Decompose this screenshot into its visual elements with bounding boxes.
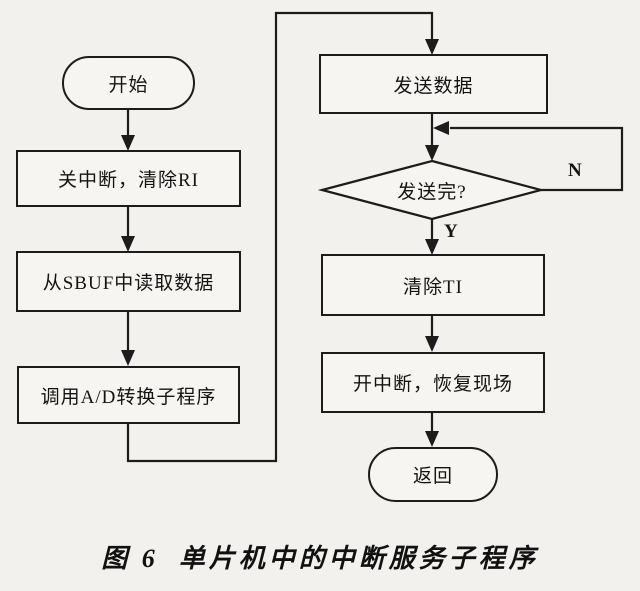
node-clear-ti-label: 清除TI (403, 276, 463, 298)
node-call-ad-label: 调用A/D转换子程序 (40, 386, 217, 408)
node-send-data-label: 发送数据 (393, 75, 474, 97)
node-return: 返回 (368, 447, 498, 502)
edge-close-interrupt-to-read-sbuf (121, 207, 135, 252)
edge-clear-ti-to-open-interrupt (425, 316, 439, 352)
node-call-ad: 调用A/D转换子程序 (17, 366, 240, 424)
node-decision-send-done: 发送完? (332, 176, 532, 204)
edge-open-interrupt-to-return (425, 413, 439, 447)
edge-decision-no-loop (433, 121, 624, 192)
node-send-data: 发送数据 (319, 54, 548, 114)
node-start: 开始 (62, 56, 195, 110)
node-close-interrupt-label: 关中断，清除RI (57, 170, 199, 191)
edge-start-to-close-interrupt (121, 110, 135, 151)
decision-yes-label: Y (444, 221, 458, 242)
figure-caption-title: 单片机中的中断服务子程序 (178, 544, 539, 573)
figure-caption-number: 图 6 (101, 544, 159, 573)
figure-caption: 图 6 单片机中的中断服务子程序 (0, 538, 640, 575)
node-clear-ti: 清除TI (321, 254, 545, 316)
edge-send-data-to-decision (425, 114, 439, 161)
node-read-sbuf-label: 从SBUF中读取数据 (42, 273, 215, 294)
node-open-interrupt: 开中断，恢复现场 (321, 352, 545, 413)
edge-decision-yes-to-clear-ti (425, 219, 439, 255)
node-close-interrupt: 关中断，清除RI (16, 150, 241, 207)
node-decision-label: 发送完? (397, 181, 467, 203)
decision-diamond-shape (317, 159, 546, 221)
edge-call-ad-to-send-data (126, 11, 439, 463)
node-return-label: 返回 (412, 466, 453, 487)
edge-read-sbuf-to-call-ad (121, 312, 135, 366)
decision-no-label: N (568, 160, 582, 181)
node-open-interrupt-label: 开中断，恢复现场 (352, 374, 513, 395)
node-start-label: 开始 (108, 74, 149, 96)
node-read-sbuf: 从SBUF中读取数据 (16, 251, 241, 312)
